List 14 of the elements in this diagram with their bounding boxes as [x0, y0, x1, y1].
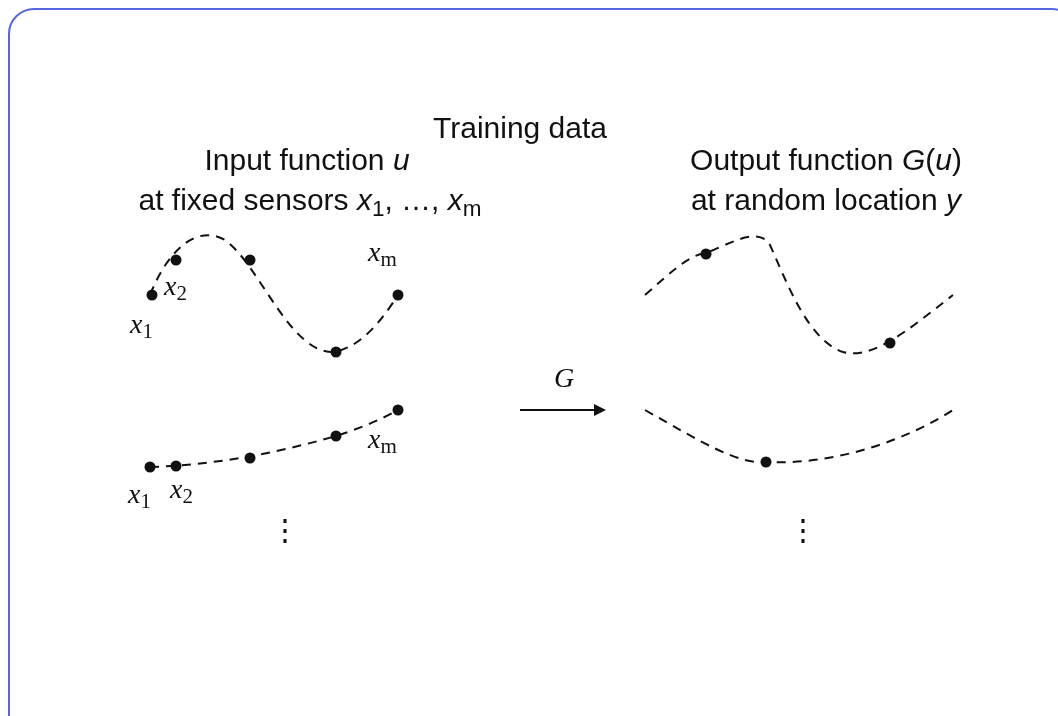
ellipsis-mark: ⋮	[270, 515, 300, 545]
point-label: x$_{1}$	[128, 480, 151, 508]
point-label: x$_{1}$	[130, 310, 153, 338]
point-label: x$_{2}$	[170, 475, 193, 503]
heading-text: at fixed sensors x$_{1}$, …, x$_{m}$	[138, 185, 482, 215]
operator-label: G	[554, 364, 575, 392]
title: Training data	[433, 110, 607, 146]
heading-text: Input function u	[204, 145, 410, 175]
point-label: x$_{2}$	[164, 272, 187, 300]
point-label: x$_{m}$	[368, 238, 397, 266]
heading-text: at random location y	[690, 185, 962, 215]
heading-text: Output function G(u)	[690, 145, 962, 175]
point-label: x$_{m}$	[368, 425, 397, 453]
ellipsis-mark: ⋮	[788, 515, 818, 545]
